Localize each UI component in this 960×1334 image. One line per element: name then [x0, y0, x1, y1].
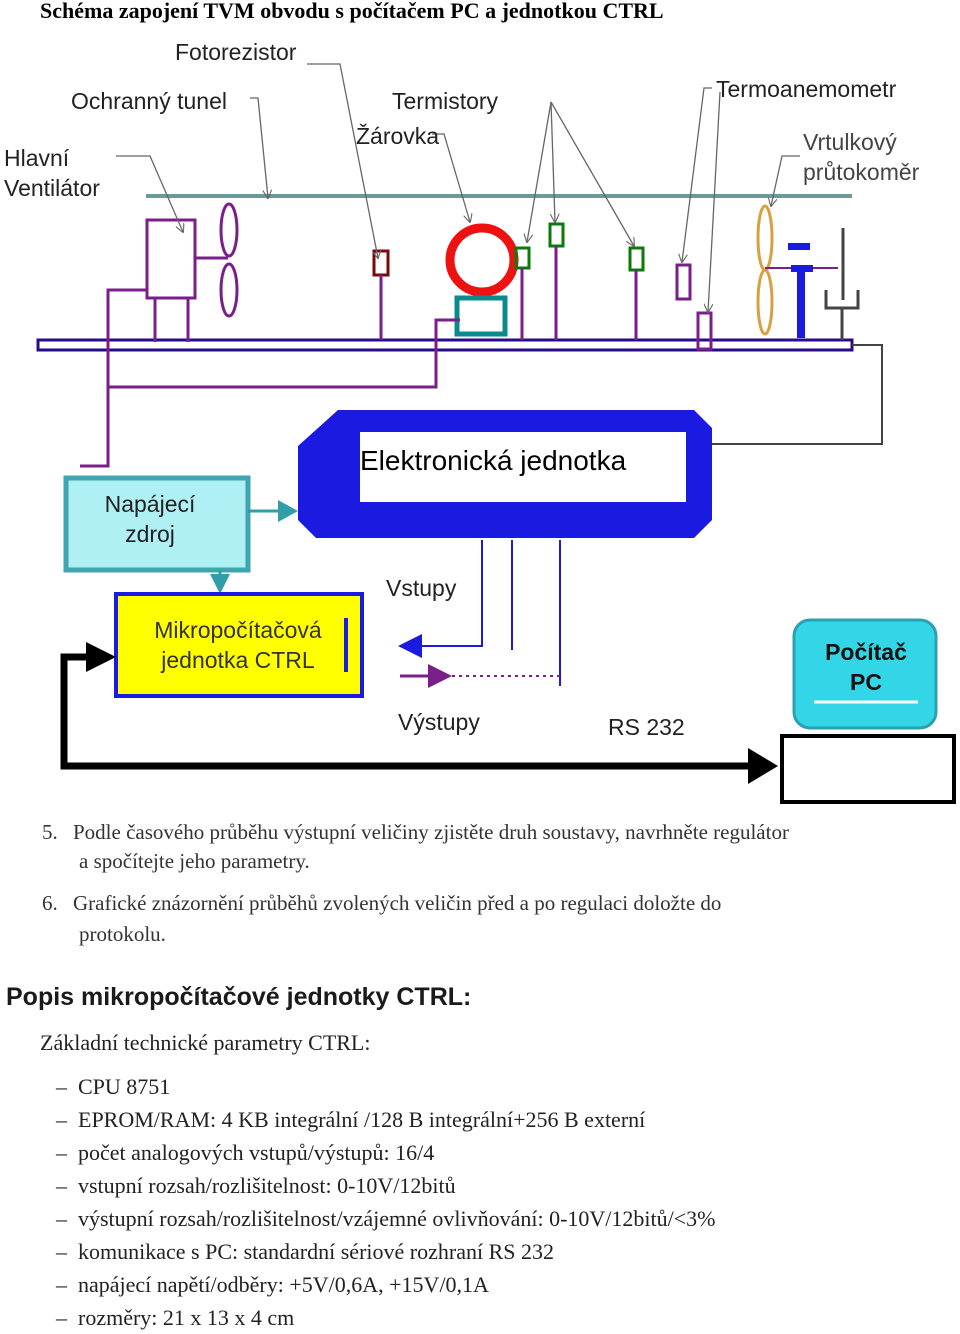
rs232-label: RS 232	[608, 714, 685, 740]
label-flowmeter-line1: Vrtulkový	[803, 129, 897, 155]
ctrl-unit-line2: jednotka CTRL	[160, 647, 315, 673]
rs232-link	[60, 642, 778, 784]
io-wiring	[398, 540, 561, 688]
document-title: Schéma zapojení TVM obvodu s počítačem P…	[40, 0, 664, 23]
bulb-icon	[108, 223, 519, 389]
ctrl-unit-line1: Mikropočítačová	[154, 617, 322, 643]
step-text: protokolu.	[79, 922, 166, 946]
inputs-label: Vstupy	[386, 575, 457, 601]
power-wire	[80, 288, 148, 468]
label-main-fan-line1: Hlavní	[4, 145, 70, 171]
power-supply-line2: zdroj	[125, 521, 175, 547]
label-photoresistor: Fotorezistor	[175, 39, 297, 65]
thermistor-icon	[514, 222, 645, 340]
label-flowmeter-line2: průtokoměr	[803, 159, 920, 185]
vane-flowmeter-icon	[712, 204, 883, 445]
list-item: –vstupní rozsah/rozlišitelnost: 0-10V/12…	[56, 1173, 456, 1198]
pc-label-line2: PC	[850, 669, 882, 695]
label-main-fan-line2: Ventilátor	[4, 175, 100, 201]
power-supply-line1: Napájecí	[105, 491, 196, 517]
supply-arrows	[210, 500, 298, 594]
list-item: –napájecí napětí/odběry: +5V/0,6A, +15V/…	[56, 1272, 489, 1297]
pc-icon: Počítač PC	[780, 618, 956, 804]
wiring-diagram: Fotorezistor Ochranný tunel Termistory T…	[4, 39, 956, 804]
label-pointers	[116, 63, 800, 312]
list-item: –rozměry: 21 x 13 x 4 cm	[56, 1305, 295, 1330]
list-item: –počet analogových vstupů/výstupů: 16/4	[56, 1140, 435, 1165]
power-supply: Napájecí zdroj	[63, 475, 251, 573]
list-item: –EPROM/RAM: 4 KB integrální /128 B integ…	[56, 1107, 646, 1132]
params-intro: Základní technické parametry CTRL:	[40, 1030, 371, 1055]
label-bulb: Žárovka	[356, 123, 439, 149]
label-thermistors: Termistory	[392, 88, 499, 114]
thermoanemometer-icon	[675, 263, 713, 351]
electronic-unit-label: Elektronická jednotka	[360, 445, 627, 476]
list-item: –výstupní rozsah/rozlišitelnost/vzájemné…	[56, 1206, 716, 1231]
params-list: –CPU 8751 –EPROM/RAM: 4 KB integrální /1…	[56, 1070, 715, 1334]
main-fan-icon	[145, 202, 239, 342]
section-heading: Popis mikropočítačové jednotky CTRL:	[6, 983, 472, 1011]
photoresistor-icon	[372, 249, 390, 340]
step-number: 6.	[42, 891, 58, 915]
outputs-label: Výstupy	[398, 709, 480, 735]
label-thermoanemometer: Termoanemometr	[716, 76, 897, 102]
step-text: Grafické znázornění průběhů zvolených ve…	[73, 891, 722, 915]
ctrl-unit: Mikropočítačová jednotka CTRL	[114, 592, 364, 698]
step-number: 5.	[42, 820, 58, 844]
pc-label-line1: Počítač	[825, 639, 907, 665]
electronic-unit: Elektronická jednotka	[298, 410, 712, 538]
label-protective-tunnel: Ochranný tunel	[71, 88, 227, 114]
list-item: –komunikace s PC: standardní sériové roz…	[56, 1239, 554, 1264]
list-item: –CPU 8751	[56, 1074, 171, 1099]
step-text: Podle časového průběhu výstupní veličiny…	[73, 820, 789, 844]
step-text: a spočítejte jeho parametry.	[79, 849, 310, 873]
